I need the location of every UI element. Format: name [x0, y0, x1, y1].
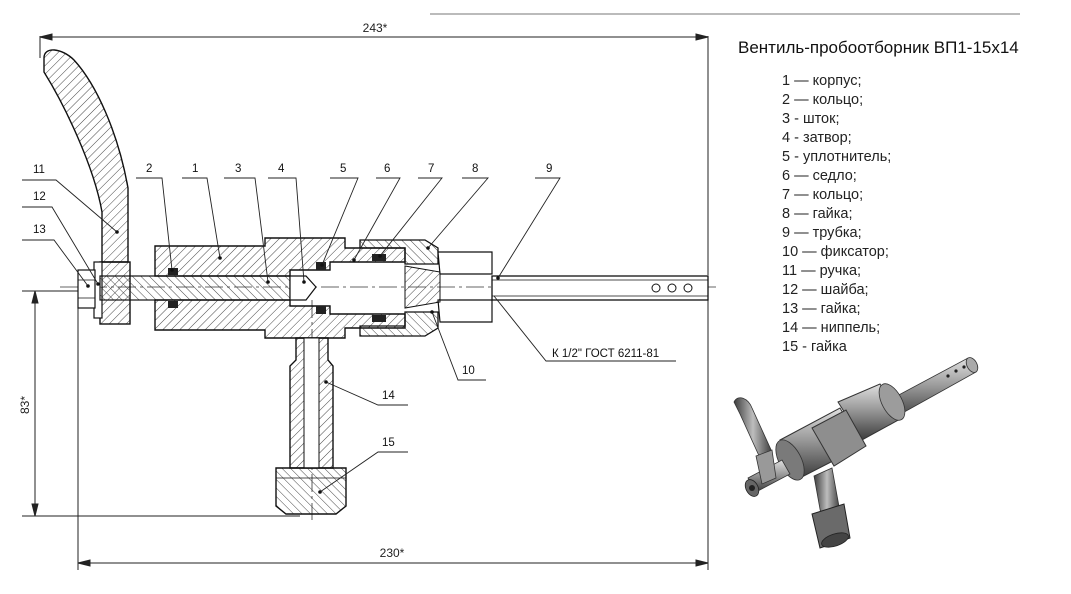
legend-item: 12 — шайба;	[782, 282, 869, 298]
ring-2-upper	[168, 268, 178, 275]
legend-item: 5 - уплотнитель;	[782, 149, 892, 165]
ring-2-lower	[168, 301, 178, 308]
callout-leaders	[22, 177, 676, 493]
cone-part	[404, 265, 441, 309]
nut-part-left	[77, 269, 96, 309]
legend-item: 8 — гайка;	[782, 206, 853, 222]
legend-item: 7 — кольцо;	[782, 187, 864, 203]
callout-5: 5	[340, 163, 346, 175]
callout-6: 6	[384, 163, 390, 175]
legend-item: 2 — кольцо;	[782, 92, 864, 108]
tube-hole	[683, 283, 693, 293]
seal-5-lower	[316, 306, 326, 314]
nut-8-lower	[359, 311, 439, 337]
tube-hole	[667, 283, 677, 293]
legend-item: 9 — трубка;	[782, 225, 862, 241]
legend-item: 11 — ручка;	[782, 263, 862, 279]
legend-item: 14 — ниппель;	[782, 320, 881, 336]
legend-item: 6 — седло;	[782, 168, 857, 184]
fixator-part-upper	[437, 251, 493, 275]
callout-dots	[86, 230, 500, 494]
legend-item: 15 - гайка	[782, 339, 847, 355]
callout-12: 12	[33, 191, 46, 203]
valve-3d-render	[733, 357, 979, 549]
legend-item: 1 — корпус;	[782, 73, 862, 89]
stem-part	[99, 275, 291, 301]
callout-15: 15	[382, 437, 395, 449]
callout-10: 10	[462, 365, 475, 377]
callout-9: 9	[546, 163, 552, 175]
thread-note: К 1/2" ГОСТ 6211-81	[552, 348, 659, 360]
callout-3: 3	[235, 163, 241, 175]
dimension-bottom-text: 230*	[380, 546, 405, 560]
gate-part	[289, 275, 317, 301]
legend-item: 13 — гайка;	[782, 301, 861, 317]
legend-item: 3 - шток;	[782, 111, 840, 127]
callout-11: 11	[33, 164, 45, 176]
legend-item: 4 - затвор;	[782, 130, 852, 146]
callout-2: 2	[146, 163, 152, 175]
tube-hole	[651, 283, 661, 293]
dimension-height-text: 83*	[18, 396, 32, 414]
fixator-part-lower	[437, 299, 493, 323]
handle-part	[43, 49, 129, 263]
dimension-height	[22, 290, 300, 517]
callout-13: 13	[33, 224, 46, 236]
parts-legend: 1 — корпус; 2 — кольцо; 3 - шток; 4 - за…	[782, 72, 891, 357]
ring-7-lower	[372, 315, 386, 322]
callout-4: 4	[278, 163, 285, 175]
dimension-top-length	[39, 33, 709, 275]
nipple-channel	[303, 337, 320, 469]
dimension-top-text: 243*	[363, 21, 388, 35]
legend-item: 10 — фиксатор;	[782, 244, 889, 260]
callout-8: 8	[472, 163, 478, 175]
callout-14: 14	[382, 390, 395, 402]
dimension-bottom-length	[77, 300, 709, 570]
callout-7: 7	[428, 163, 434, 175]
nut-8-upper	[359, 239, 439, 265]
drawing-title: Вентиль-пробоотборник ВП1-15х14	[738, 38, 1019, 57]
ring-7-upper	[372, 254, 386, 261]
callout-1: 1	[192, 163, 198, 175]
nut-15-part	[275, 467, 347, 515]
